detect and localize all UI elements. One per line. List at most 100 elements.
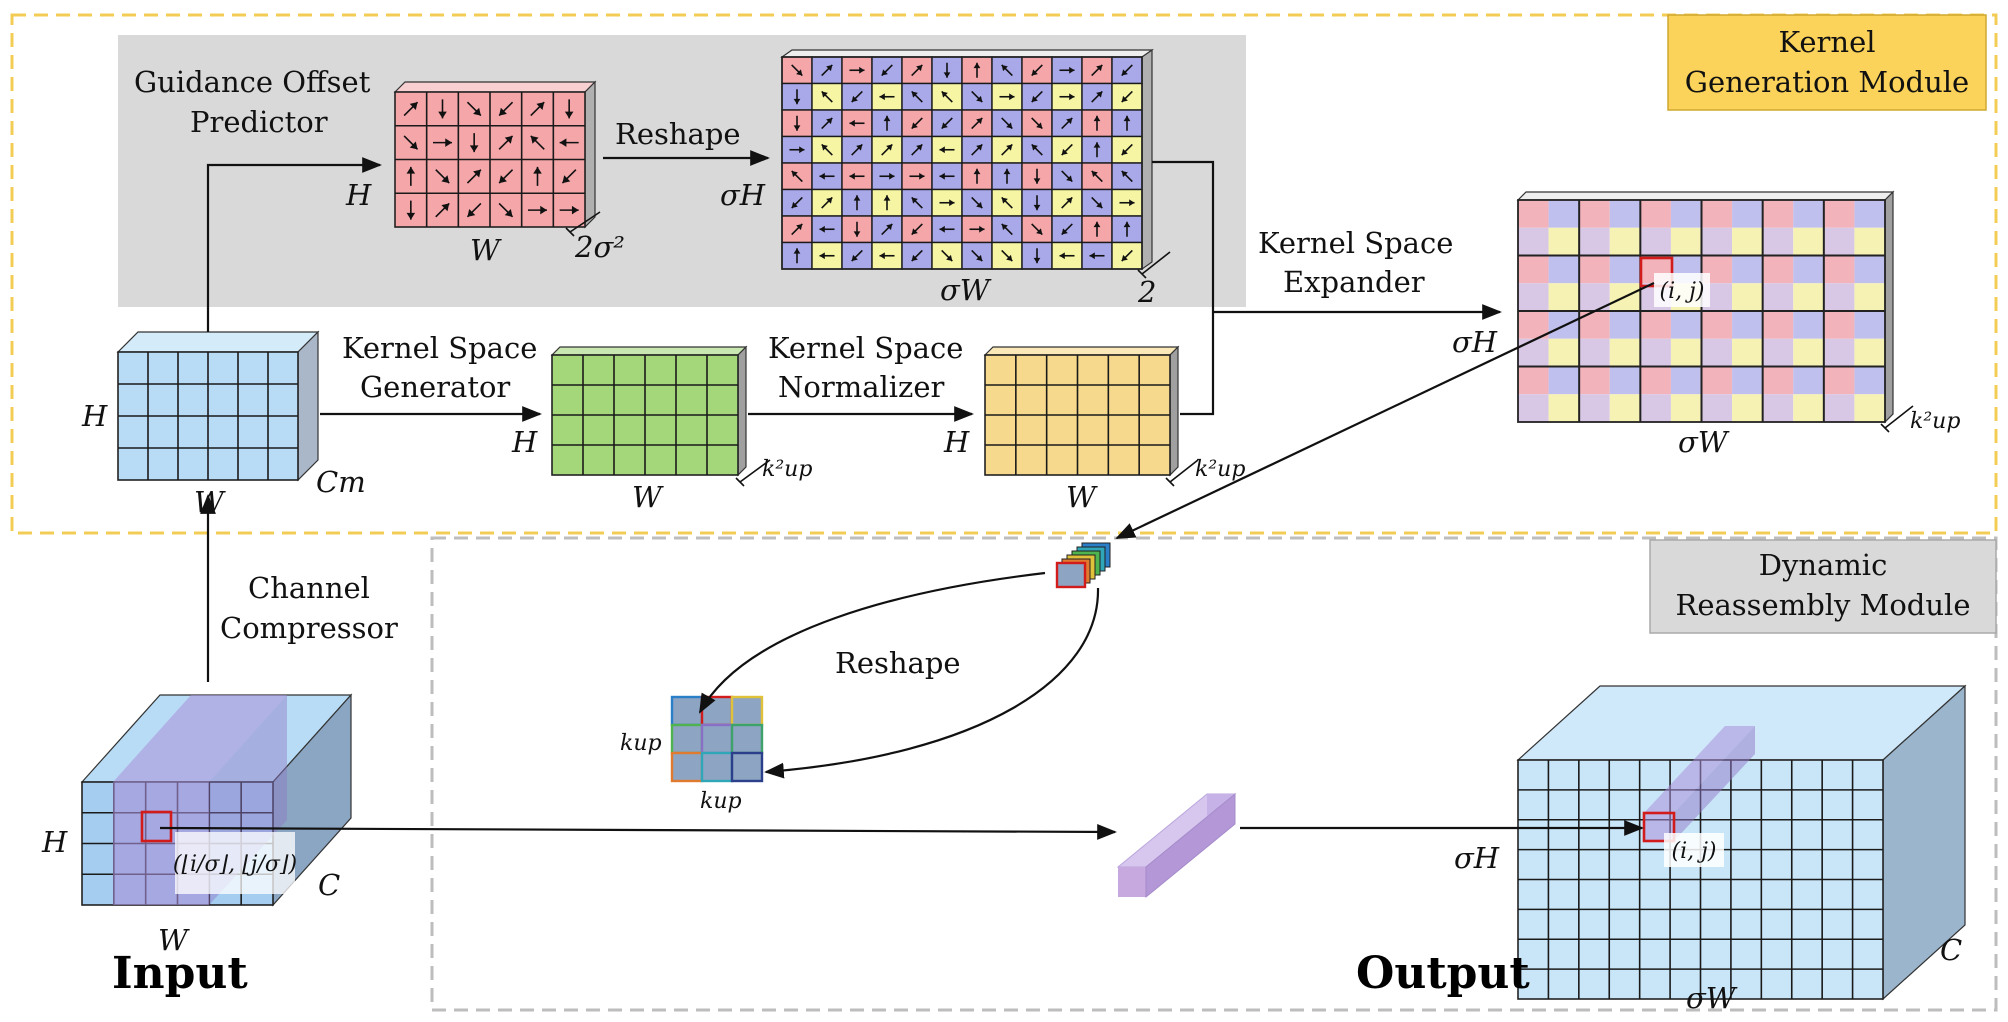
guidance-label-2: Predictor (190, 105, 328, 139)
expanded-cell (1640, 394, 1671, 422)
offset-arrowhead (1069, 66, 1075, 74)
offset-arrowhead (1123, 221, 1131, 228)
expanded-cell (1701, 311, 1733, 339)
reshaped-kernel-3x3 (670, 695, 764, 783)
offset-arrowhead (1036, 122, 1043, 129)
expanded-cell (1793, 338, 1824, 367)
output-w-label: σW (1686, 981, 1738, 1015)
ksn-label-1: Kernel Space (768, 331, 963, 365)
expanded-cell (1670, 200, 1702, 228)
expanded-cell (1579, 227, 1610, 256)
expanded-cell (1609, 200, 1641, 228)
offset-arrowhead (881, 69, 888, 76)
offset-arrowhead (406, 166, 416, 174)
expanded-cell (1854, 283, 1885, 311)
offset-arrowhead (1061, 228, 1068, 235)
offset-arrowhead (1009, 93, 1015, 101)
kernel-cell (730, 695, 764, 727)
reshaped-h-label: σH (720, 178, 766, 212)
offset-arrowhead (791, 201, 798, 209)
offset-arrowhead (941, 122, 948, 129)
dynamic-reassembly-title-1: Dynamic (1759, 548, 1888, 582)
offset-arrowhead (819, 172, 825, 180)
expanded-cell (1640, 338, 1671, 367)
ij-label-box-top (1654, 273, 1710, 307)
expanded-cell (1732, 311, 1763, 339)
offset-arrowhead (821, 91, 828, 98)
offset-arrowhead (1121, 170, 1128, 178)
input-index-label: (⌊i/σ⌋, ⌊j/σ⌋) (173, 852, 297, 877)
reshaped-offset-tensor (780, 48, 1154, 271)
kernel-generation-badge: Kernel Generation Module (1667, 14, 1987, 111)
offset-arrowhead (859, 66, 865, 74)
channel-compressor-label-2: Compressor (220, 611, 398, 645)
connector-reshaped-to-expander (1152, 160, 1215, 416)
expanded-cell (1609, 311, 1641, 339)
expanded-cell (1732, 338, 1763, 367)
kernel-cell (730, 751, 764, 783)
output-h-label: σH (1454, 841, 1500, 875)
offset-arrowhead (473, 169, 481, 178)
normalized-kernel-tensor (983, 345, 1180, 477)
offset-arrowhead (1036, 228, 1043, 235)
offset-arrowhead (883, 195, 891, 201)
input-w-label: W (158, 923, 190, 957)
expanded-cell (1823, 338, 1855, 367)
offset-arrowhead (976, 144, 983, 151)
expanded-cell (1579, 394, 1610, 422)
offset-arrowhead (821, 144, 828, 151)
offset-arrowhead (916, 144, 923, 151)
expanded-cell (1609, 338, 1641, 367)
reshape-top-label: Reshape (615, 117, 741, 151)
expanded-cell (1823, 394, 1855, 422)
offset-arrowhead (853, 195, 861, 201)
offset-arrowhead (1129, 199, 1135, 207)
cm-w-label: W (194, 485, 226, 519)
expanded-depth-label: k²up (1910, 409, 1960, 434)
kernel-cell (670, 723, 704, 755)
offset-arrowhead (1001, 64, 1008, 72)
offset-arrowhead (796, 69, 803, 76)
expanded-cell (1518, 311, 1549, 339)
arrow-input-to-vector (159, 824, 1117, 840)
offset-arrowhead (1031, 69, 1038, 76)
kernel-cell (670, 695, 704, 727)
arrow-cm-to-offset (206, 157, 382, 332)
offset-arrowhead (1006, 144, 1013, 151)
expanded-cell (1793, 311, 1824, 339)
offset-arrowhead (941, 91, 948, 98)
expanded-cell (1518, 255, 1549, 284)
offset-arrowhead (973, 62, 981, 69)
expanded-cell (1579, 338, 1610, 367)
offset-arrowhead (1006, 122, 1013, 129)
offset-arrowhead (976, 95, 983, 103)
compressed-feature-tensor (116, 330, 320, 482)
kernel3-h-label: kup (620, 731, 662, 756)
kernel-space-tensor (550, 345, 748, 477)
cm-c-label: Cm (316, 465, 366, 499)
guidance-label-1: Guidance Offset (134, 65, 371, 99)
channel-compressor-label-1: Channel (248, 571, 370, 605)
offset-arrowhead (976, 201, 983, 209)
offset-arrowhead (1001, 197, 1008, 204)
expanded-cell (1640, 366, 1671, 395)
offset-arrowhead (819, 252, 825, 260)
dynamic-reassembly-frame (430, 536, 1998, 1012)
offset-arrowhead (826, 197, 833, 204)
offset-arrowhead (499, 107, 507, 116)
expanded-cell (1518, 338, 1549, 367)
offset-arrowhead (559, 138, 567, 147)
offset-arrowhead (1061, 148, 1068, 156)
offset-arrowhead (886, 223, 893, 231)
arrow-expanded-to-kernel-stack (1115, 282, 1655, 539)
ij-label-top: (i, j) (1659, 279, 1704, 304)
offset-arrowhead (1121, 254, 1128, 262)
expanded-cell (1823, 200, 1855, 228)
expanded-cell (1823, 366, 1855, 395)
kernel-cell (700, 723, 734, 755)
expanded-cell (1548, 255, 1580, 284)
offset-arrowhead (504, 209, 513, 217)
offset-arrowhead (826, 117, 833, 125)
expanded-cell (1701, 200, 1733, 228)
offset-arrowhead (911, 228, 918, 235)
